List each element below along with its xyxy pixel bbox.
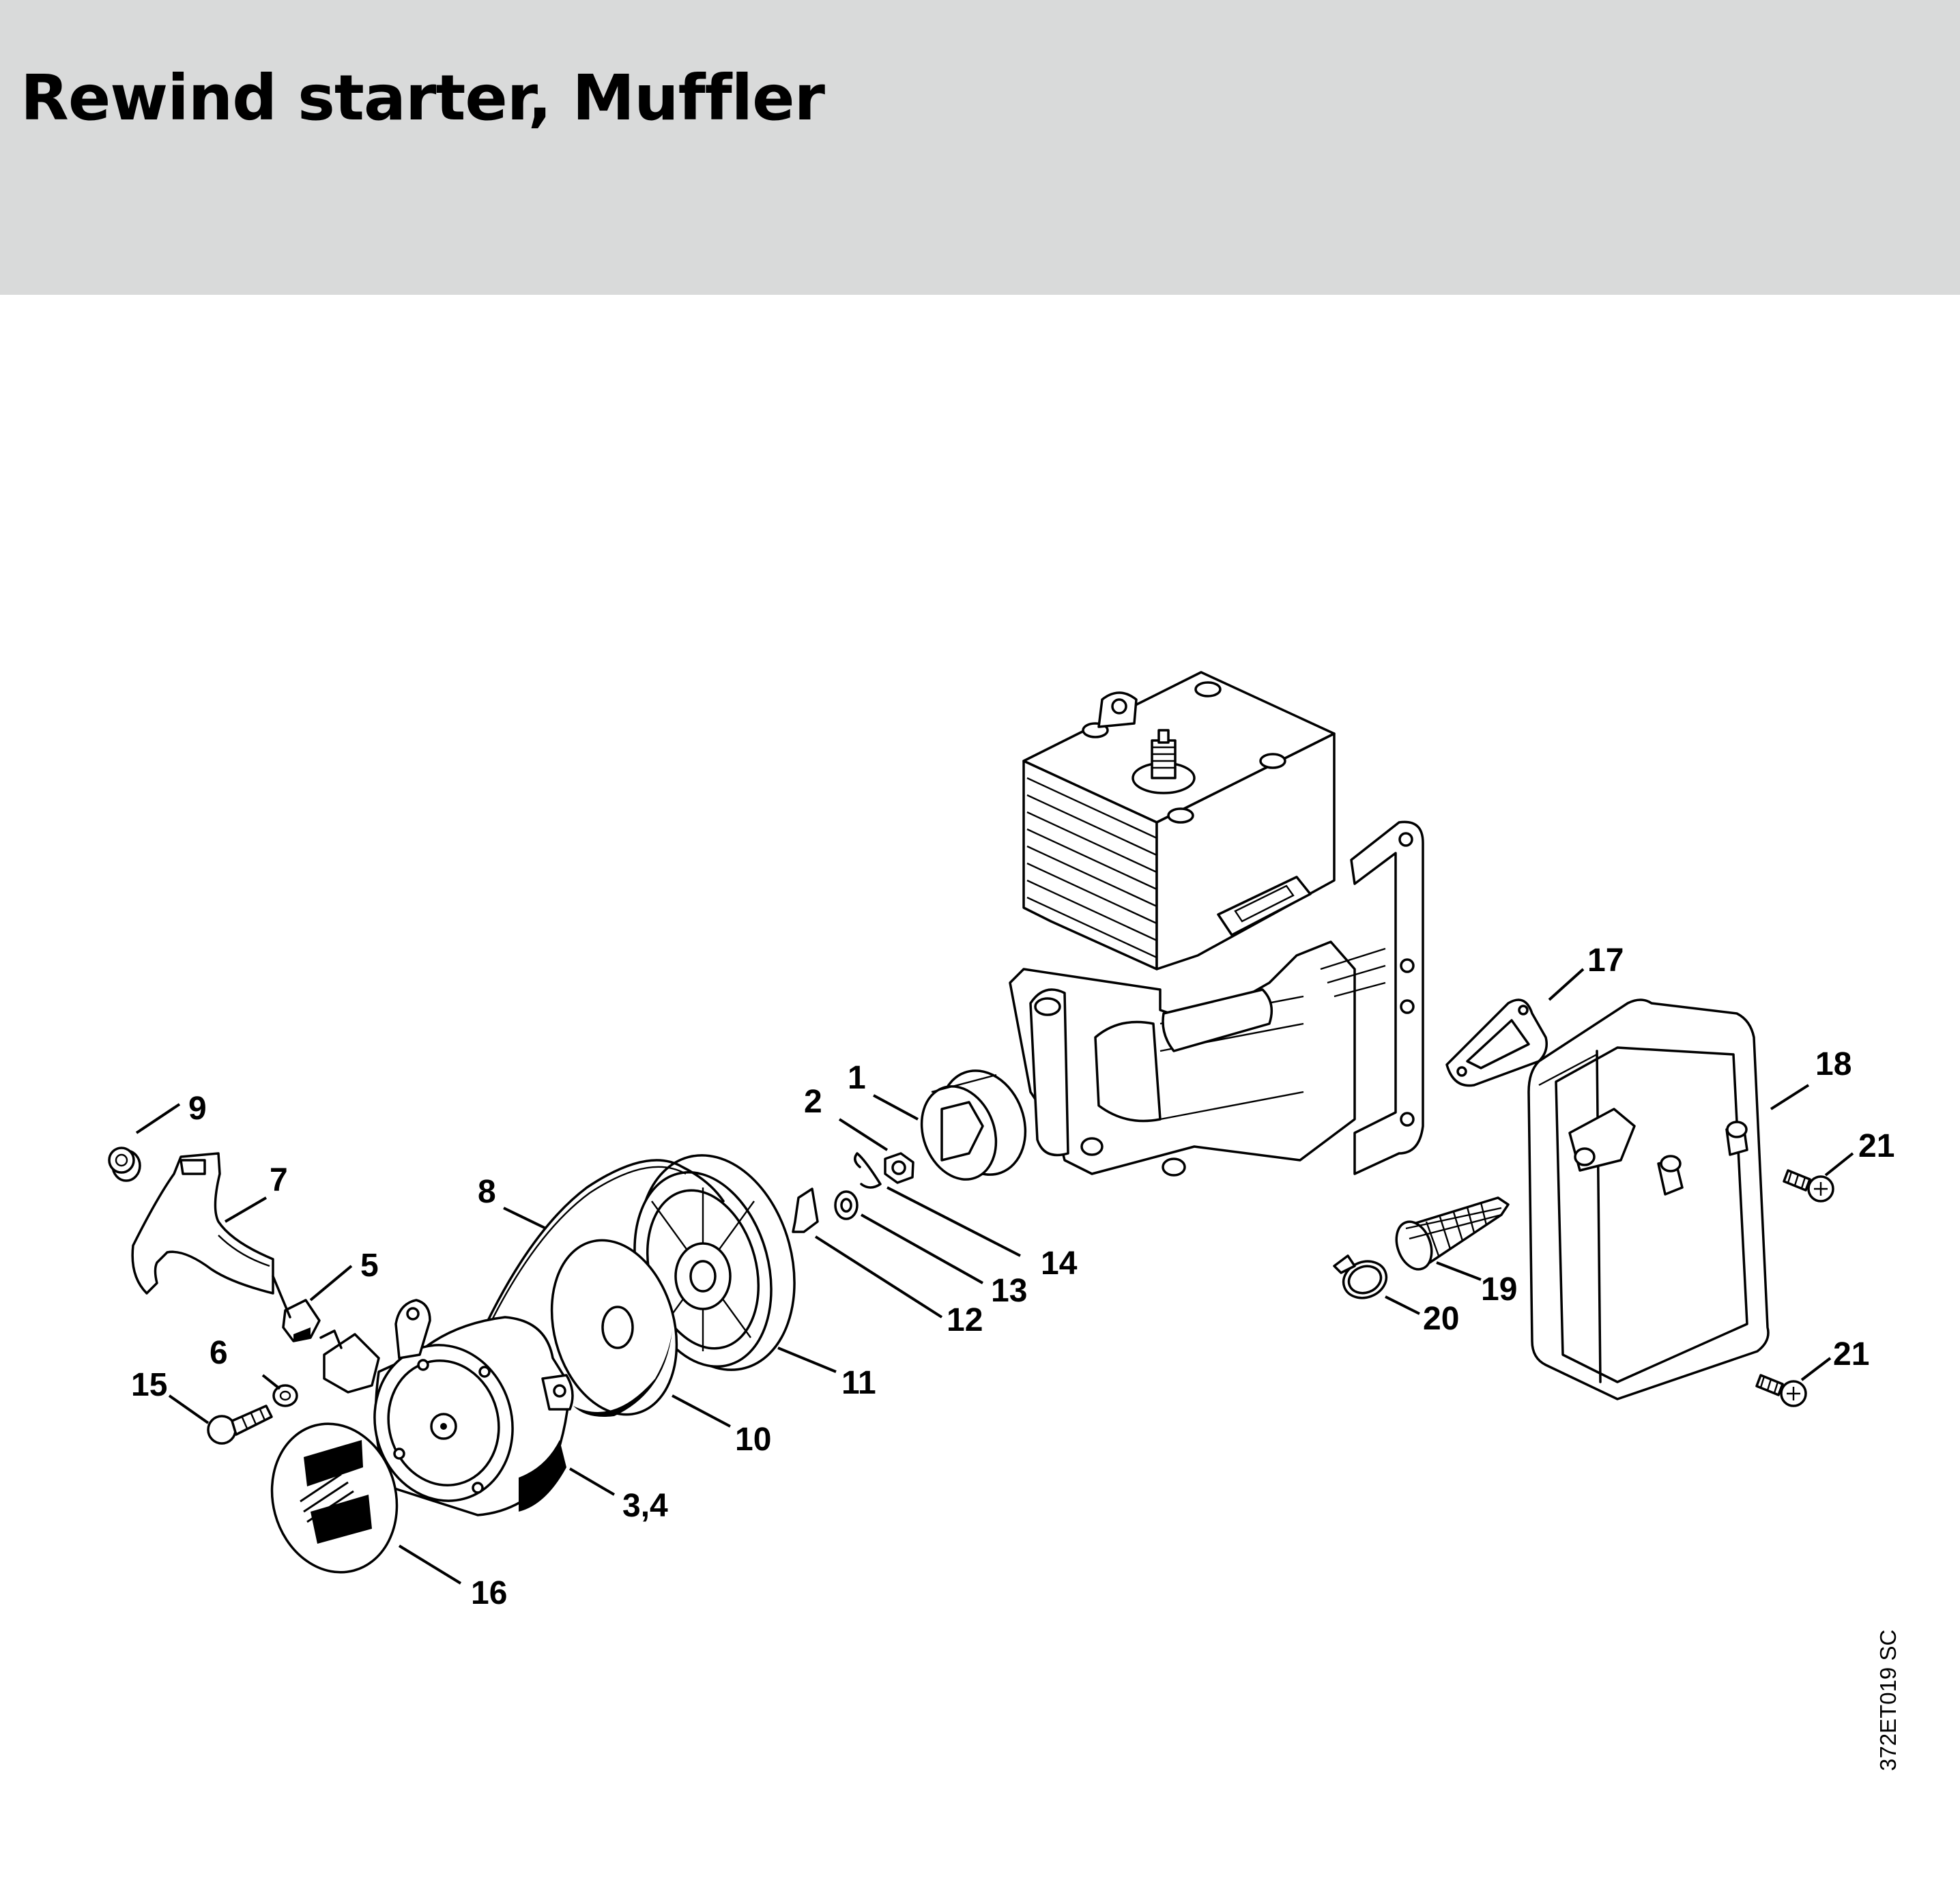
callout-7: 7 — [270, 1162, 288, 1198]
part-9-retainer — [108, 1147, 141, 1182]
cylinder-crankcase-illustration — [1009, 671, 1424, 1177]
callout-20: 20 — [1423, 1301, 1459, 1337]
header-band — [0, 0, 1960, 295]
callout-14: 14 — [1041, 1246, 1078, 1282]
part-19-spark-arrestor — [1395, 1196, 1510, 1271]
part-10-rewind-spring — [550, 1239, 678, 1417]
callout-13: 13 — [991, 1273, 1027, 1309]
callout-1: 1 — [848, 1060, 866, 1096]
part-5-grommet — [282, 1299, 321, 1342]
logo-sr-mark — [304, 1440, 363, 1486]
callout-18: 18 — [1815, 1046, 1851, 1082]
part-17-gasket — [1445, 998, 1548, 1087]
part-13-washer — [834, 1190, 859, 1220]
callout-3-4: 3,4 — [622, 1488, 668, 1524]
callout-5: 5 — [360, 1248, 379, 1284]
callout-10: 10 — [735, 1422, 771, 1458]
logo-320-mark — [311, 1495, 372, 1544]
callout-21-upper: 21 — [1858, 1128, 1894, 1164]
callout-2: 2 — [804, 1084, 822, 1120]
callout-16: 16 — [471, 1575, 507, 1611]
part-14-spring-clip — [854, 1152, 882, 1189]
part-16-logo-plate — [270, 1422, 399, 1574]
part-21-screw-upper — [1783, 1169, 1834, 1203]
callout-9: 9 — [188, 1091, 207, 1127]
callout-17: 17 — [1587, 942, 1624, 979]
part-18-muffler — [1527, 998, 1770, 1400]
callout-21-lower: 21 — [1833, 1336, 1869, 1372]
callout-8: 8 — [478, 1174, 496, 1210]
part-7-starter-grip — [131, 1152, 291, 1319]
part-3-4-fan-housing — [319, 1299, 574, 1516]
part-15-screw — [207, 1405, 273, 1445]
part-12-pawl — [792, 1188, 819, 1233]
callout-19: 19 — [1481, 1271, 1517, 1308]
page-title: Rewind starter, Muffler — [20, 61, 825, 134]
callout-11: 11 — [841, 1365, 876, 1401]
part-8-starter-rope — [483, 1159, 725, 1329]
part-2-nut — [884, 1152, 914, 1184]
callout-6: 6 — [210, 1335, 228, 1371]
callout-12: 12 — [947, 1302, 983, 1338]
drawing-code: 372ET019 SC — [1875, 1629, 1901, 1771]
part-21-screw-lower — [1755, 1374, 1807, 1407]
part-6-sleeve — [272, 1384, 298, 1407]
part-11-rope-rotor — [633, 1154, 796, 1371]
callout-leaders — [135, 968, 1854, 1585]
callout-15: 15 — [131, 1367, 167, 1403]
part-20-clip — [1333, 1254, 1388, 1299]
part-1-starter-cup — [920, 1069, 1027, 1181]
